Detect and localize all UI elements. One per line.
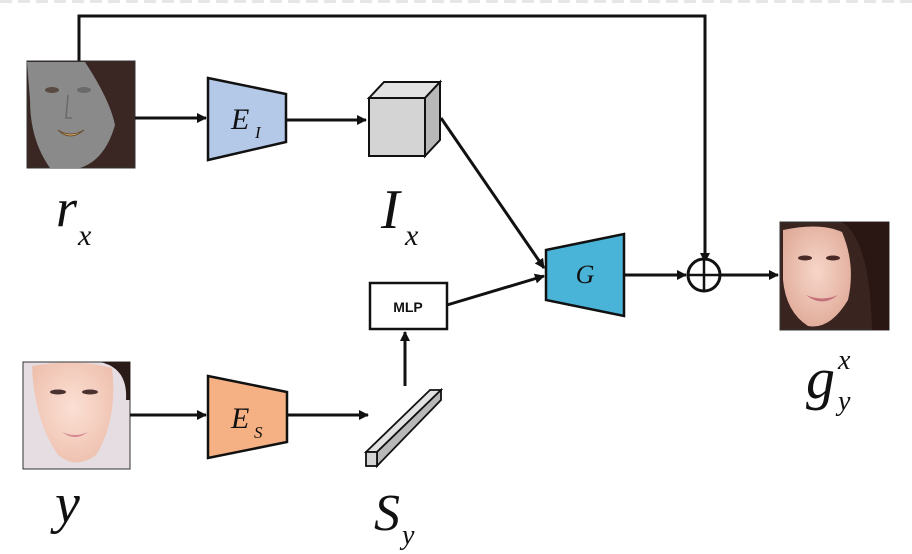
label-sy: S y	[374, 485, 415, 551]
edge-ix-g	[439, 117, 546, 269]
svg-text:I: I	[380, 179, 402, 241]
svg-text:x: x	[77, 219, 92, 252]
generator: G	[544, 232, 626, 318]
svg-text:x: x	[837, 345, 851, 376]
encoder-style: E S	[206, 374, 289, 460]
encoder-identity-label: E	[230, 103, 249, 136]
encoder-style-subscript: S	[254, 423, 263, 442]
generator-label: G	[576, 260, 595, 289]
svg-text:S: S	[374, 485, 400, 542]
encoder-identity: E I	[206, 76, 288, 162]
svg-text:y: y	[835, 386, 851, 417]
edge-mlp-g	[446, 273, 545, 307]
top-dashed-border	[0, 0, 912, 3]
label-ix: I x	[380, 179, 419, 252]
sum-operator	[686, 257, 722, 293]
svg-text:x: x	[404, 219, 419, 252]
encoder-style-label: E	[230, 402, 249, 435]
output-image-g	[779, 221, 890, 331]
mlp-block: MLP	[368, 281, 449, 331]
svg-text:y: y	[50, 473, 80, 535]
svg-text:g: g	[806, 346, 835, 411]
label-y: y	[50, 473, 80, 535]
skip-connection	[77, 14, 710, 263]
svg-text:r: r	[56, 178, 78, 238]
mlp-label: MLP	[393, 299, 423, 315]
svg-text:y: y	[399, 520, 415, 551]
feature-cube-ix	[366, 79, 443, 159]
style-vector-sy	[363, 387, 444, 469]
input-image-rx	[26, 60, 136, 169]
encoder-identity-subscript: I	[254, 123, 262, 142]
label-g: g x y	[806, 345, 851, 417]
label-rx: r x	[56, 178, 92, 252]
input-image-y	[22, 361, 131, 470]
